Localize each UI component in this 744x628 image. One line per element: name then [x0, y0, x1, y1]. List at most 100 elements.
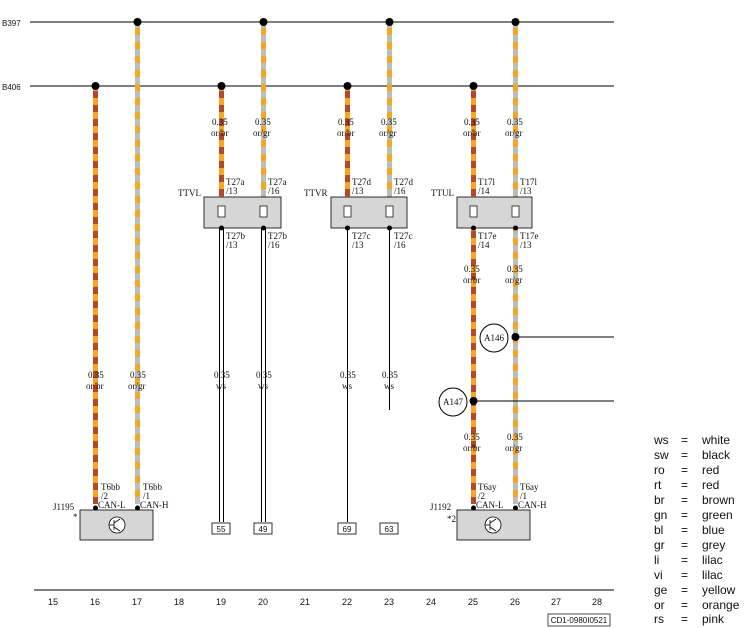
- wire-color: or/gr: [253, 128, 271, 138]
- contact-icon: [385, 205, 394, 218]
- wire-color: or/br: [463, 443, 481, 453]
- legend-name: white: [701, 433, 730, 447]
- module-j1195-label: J1195: [53, 502, 75, 512]
- pin-label: T17e: [520, 231, 539, 241]
- connector-ttul-label: TTUL: [431, 188, 454, 198]
- wire-gauge: 0.35: [381, 117, 397, 127]
- wire-23-upper[interactable]: [387, 22, 392, 197]
- wire-25-upper[interactable]: [471, 86, 476, 197]
- pin-dot: [219, 225, 224, 231]
- ref-box[interactable]: [379, 522, 399, 535]
- wire-color: ws: [258, 381, 268, 391]
- pin-number: /16: [394, 240, 406, 250]
- wire-gauge: 0.35: [214, 370, 230, 380]
- wire-color: or/gr: [505, 275, 523, 285]
- connector-ttul[interactable]: [456, 196, 533, 229]
- wire-color: ws: [384, 381, 394, 391]
- wire-26-upper[interactable]: [513, 22, 518, 197]
- connector-ttvr[interactable]: [330, 196, 408, 229]
- contact-icon: [217, 205, 226, 218]
- splice-a147[interactable]: [438, 387, 468, 417]
- wire-gauge: 0.35: [507, 432, 523, 442]
- pin-signal: CAN-H: [518, 500, 547, 510]
- legend-name: red: [702, 478, 719, 492]
- wire-color: or/br: [463, 275, 481, 285]
- pin-signal: CAN-L: [476, 500, 504, 510]
- ref-label: 69: [343, 525, 352, 534]
- ref-box[interactable]: [253, 522, 273, 535]
- column-number: 27: [551, 597, 561, 607]
- pin-number: /14: [478, 186, 490, 196]
- module-j1192-marker: *2: [447, 514, 456, 524]
- wire-color: or/gr: [505, 128, 523, 138]
- wire-color: or/gr: [505, 443, 523, 453]
- diagram-code-box: [547, 613, 611, 627]
- wire-gauge: 0.35: [507, 117, 523, 127]
- connector-ttvr-label: TTVR: [304, 188, 328, 198]
- pin-dot: [471, 505, 476, 511]
- legend-code: ge: [654, 583, 668, 597]
- connector-ttvl[interactable]: [203, 196, 282, 229]
- junction-dot: [511, 18, 520, 26]
- pin-dot: [471, 225, 476, 231]
- legend-code: sw: [654, 448, 669, 462]
- contact-icon: [343, 205, 352, 218]
- wire-gauge: 0.35: [130, 370, 146, 380]
- pin-number: /13: [226, 240, 238, 250]
- column-number: 23: [384, 597, 394, 607]
- ref-label: 63: [385, 525, 394, 534]
- splice-a147-label: A147: [443, 397, 463, 407]
- pin-label: T17l: [478, 177, 495, 187]
- pin-number: /2: [478, 491, 485, 501]
- splice-a146[interactable]: [479, 323, 509, 353]
- pin-label: T27b: [226, 231, 245, 241]
- pin-signal: CAN-H: [140, 500, 169, 510]
- wire-color: or/gr: [128, 381, 146, 391]
- pin-number: /2: [101, 491, 108, 501]
- wire-color: or/br: [463, 128, 481, 138]
- wire-26-lower[interactable]: [513, 228, 518, 504]
- legend-eq: =: [681, 568, 688, 582]
- pin-number: /1: [520, 491, 527, 501]
- legend-code: gn: [654, 508, 667, 522]
- legend-eq: =: [681, 493, 688, 507]
- column-number: 24: [426, 597, 436, 607]
- legend-name: blue: [702, 523, 725, 537]
- wire-19-upper[interactable]: [219, 86, 224, 197]
- pin-dot: [513, 505, 518, 511]
- ref-box[interactable]: [211, 522, 231, 535]
- legend-eq: =: [681, 508, 688, 522]
- junction-dot: [343, 82, 352, 90]
- ref-box[interactable]: [337, 522, 357, 535]
- wire-gauge: 0.35: [255, 117, 271, 127]
- pin-dot: [135, 505, 140, 511]
- wire-17[interactable]: [135, 22, 140, 504]
- ref-label: 55: [217, 525, 226, 534]
- wire-color: ws: [216, 381, 226, 391]
- legend-eq: =: [681, 478, 688, 492]
- legend-name: pink: [702, 612, 725, 626]
- legend-code: vi: [654, 568, 663, 582]
- legend-code: rs: [654, 612, 664, 626]
- wire-gauge: 0.35: [382, 370, 398, 380]
- wire-22-upper[interactable]: [345, 86, 350, 197]
- color-legend: ws = white sw = black ro = red rt = red …: [653, 433, 740, 626]
- legend-code: br: [654, 493, 665, 507]
- transistor-icon: [108, 516, 126, 534]
- wire-color: or/br: [211, 128, 229, 138]
- wire-gauge: 0.35: [464, 264, 480, 274]
- wire-color: ws: [342, 381, 352, 391]
- pin-number: /16: [268, 186, 280, 196]
- junction-dot: [133, 18, 142, 26]
- pin-signal: CAN-L: [98, 500, 126, 510]
- wire-gauge: 0.35: [338, 117, 354, 127]
- wire-25-lower[interactable]: [471, 228, 476, 504]
- legend-name: brown: [702, 493, 735, 507]
- column-number: 15: [48, 597, 58, 607]
- legend-name: yellow: [702, 583, 736, 597]
- pin-label: T6bb: [101, 482, 120, 492]
- wire-16[interactable]: [93, 86, 98, 504]
- pin-label: T6ay: [520, 482, 539, 492]
- wire-20-upper[interactable]: [261, 22, 266, 197]
